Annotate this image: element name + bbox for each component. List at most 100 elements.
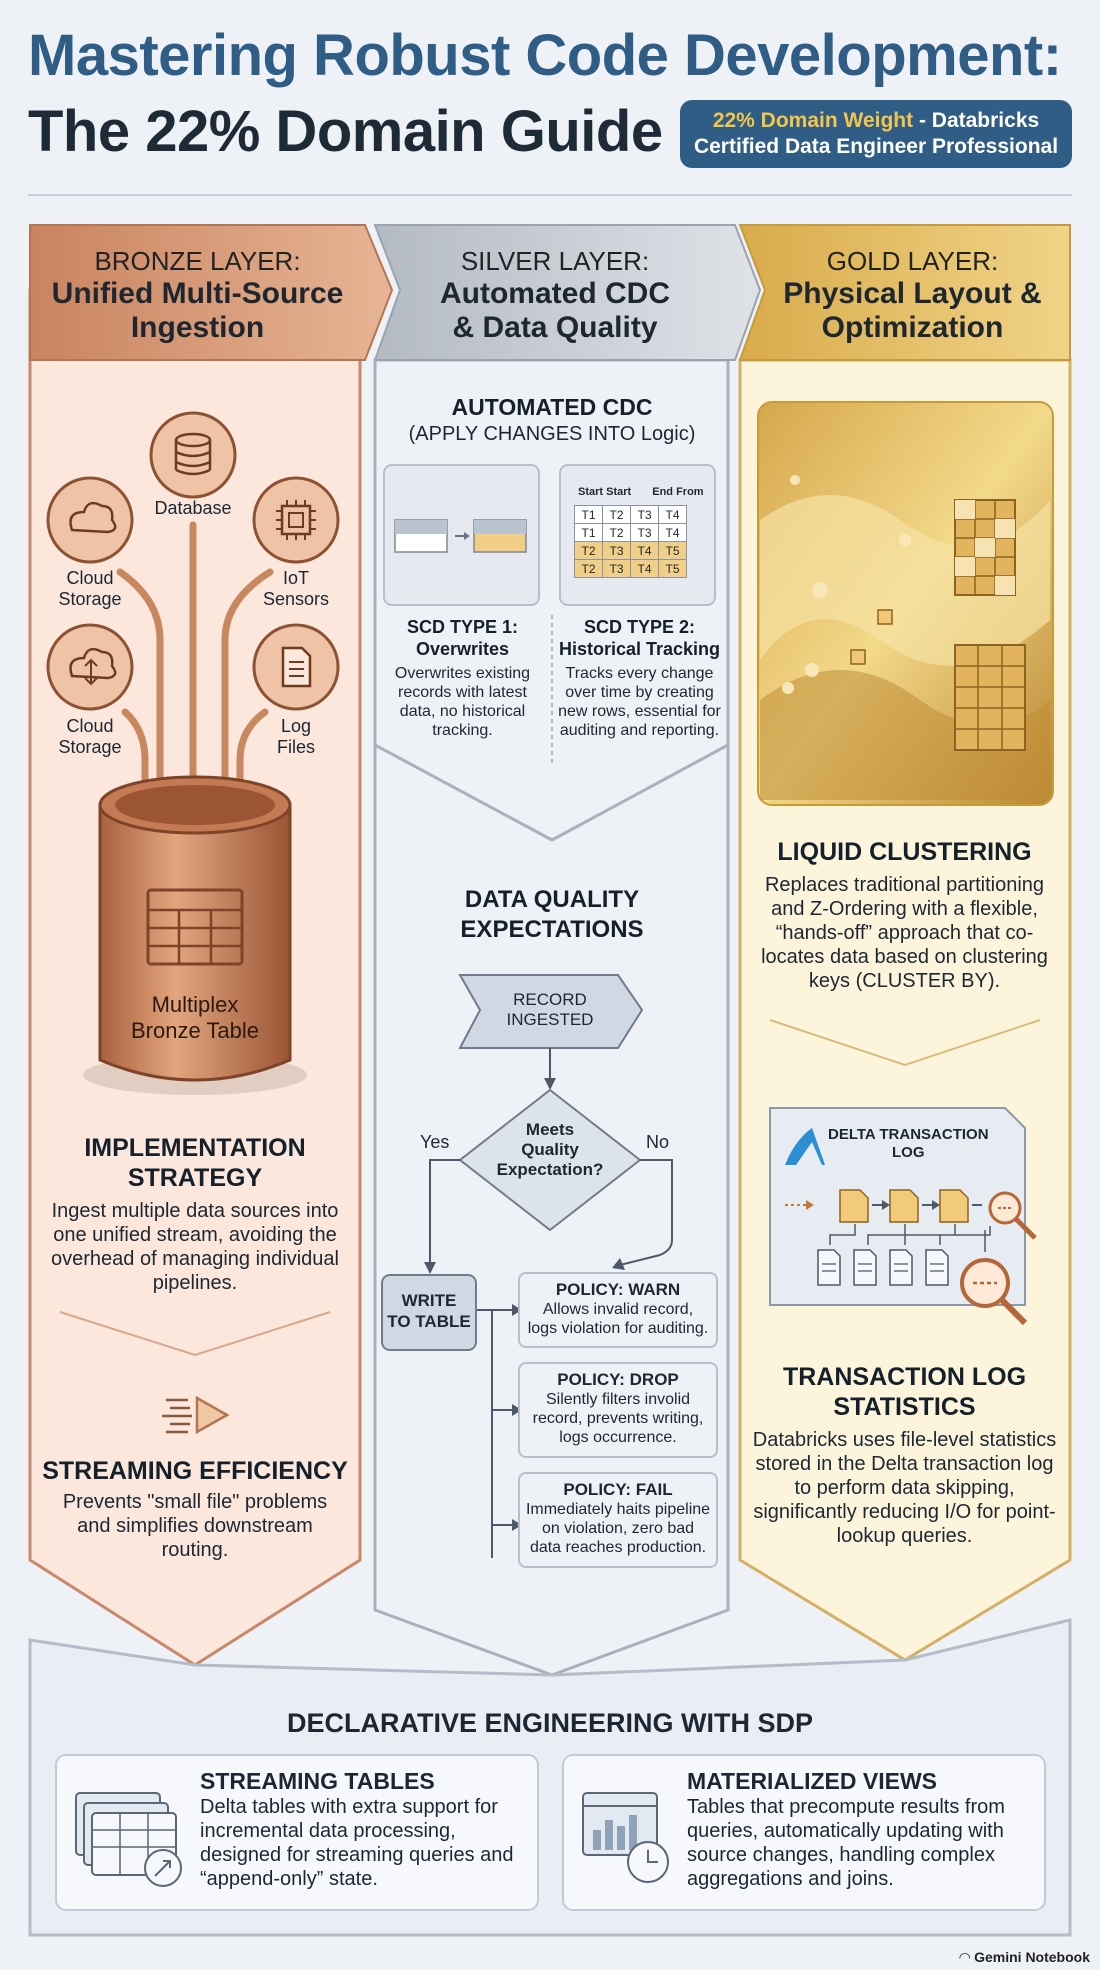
domain-weight-badge: 22% Domain Weight - Databricks Certified… xyxy=(680,100,1072,168)
decision-line1: Meets xyxy=(525,1120,575,1139)
log-files-label-line2: Files xyxy=(276,737,315,757)
page-title-line2: The 22% Domain Guide xyxy=(28,99,663,164)
declarative-engineering-heading: DECLARATIVE ENGINEERING WITH SDP xyxy=(286,1708,814,1738)
decision-line3: Expectation? xyxy=(496,1160,604,1179)
iot-sensors-label-line1: IoT xyxy=(282,568,309,588)
streaming-icon xyxy=(162,1395,230,1435)
scd1-text: Overwrites existing records with latest … xyxy=(394,665,531,739)
policy-drop-heading: POLICY: DROP xyxy=(557,1370,679,1389)
implementation-text: Ingest multiple data sources into one un… xyxy=(51,1200,339,1294)
materialized-views-card xyxy=(562,1754,1046,1911)
liquid-clustering-heading: LIQUID CLUSTERING xyxy=(777,838,1032,866)
materialized-views-text: Tables that precompute results from quer… xyxy=(687,1796,1005,1890)
gold-header-band xyxy=(738,224,1071,361)
materialized-view-icon xyxy=(582,1792,669,1883)
implementation-heading-2: STRATEGY xyxy=(127,1164,263,1192)
transaction-log-stats-heading-2: STATISTICS xyxy=(833,1393,976,1421)
flow-branches xyxy=(429,1159,673,1558)
scd2-table-cell: T4 xyxy=(658,505,687,524)
cloud-storage-label-1: Cloud Storage xyxy=(40,568,140,610)
database-label: Database xyxy=(154,498,232,518)
cloud-storage-label-1-line1: Cloud xyxy=(66,568,114,588)
cloud-storage-label-1-line2: Storage xyxy=(58,589,122,609)
delta-log-title: DELTA TRANSACTION LOG xyxy=(828,1126,989,1162)
write-to-table-line2: TO TABLE xyxy=(387,1312,471,1331)
gold-layer-title-1: Physical Layout & xyxy=(783,277,1042,310)
page-title-line1: Mastering Robust Code Development: xyxy=(28,23,1062,88)
gold-layer-label: GOLD LAYER: xyxy=(826,246,999,276)
scd2-table-cell: T5 xyxy=(658,541,687,560)
badge-highlight: 22% Domain Weight xyxy=(712,109,914,132)
bronze-table-label-line2: Bronze Table xyxy=(130,1018,259,1043)
policy-fail-box: POLICY: FAIL Immediately haits pipeline … xyxy=(518,1472,718,1568)
scd2-table-cell: T4 xyxy=(630,541,659,560)
decision-line2: Quality xyxy=(521,1140,579,1159)
scd2-heading-1: SCD TYPE 2: xyxy=(583,617,696,637)
policy-drop-text-1: Silently filters involid xyxy=(545,1391,691,1408)
policy-drop-text-2: record, prevents writing, xyxy=(532,1410,704,1427)
data-quality-heading-1: DATA QUALITY xyxy=(464,886,640,913)
cloud-storage-label-2: Cloud Storage xyxy=(40,716,140,758)
iot-chip-icon xyxy=(252,476,340,564)
bronze-layer-title-2: Ingestion xyxy=(130,311,265,344)
record-ingested-label: RECORD INGESTED xyxy=(470,990,630,1030)
scd2-table-cell: T2 xyxy=(574,559,603,578)
gold-divider xyxy=(769,1019,1041,1067)
footer-credit: ◠ Gemini Notebook xyxy=(959,1949,1090,1966)
silver-layer-title-2: & Data Quality xyxy=(452,311,658,344)
iot-sensors-label: IoT Sensors xyxy=(246,568,346,610)
badge-line2: Certified Data Engineer Professional xyxy=(693,135,1059,158)
scd2-table-cell: T3 xyxy=(630,505,659,524)
log-files-label-line1: Log xyxy=(280,716,312,736)
automated-cdc-subheading: (APPLY CHANGES INTO Logic) xyxy=(408,423,696,445)
no-label: No xyxy=(646,1132,670,1152)
transaction-log-stats-text: Databricks uses file-level statistics st… xyxy=(752,1429,1057,1547)
streaming-efficiency-heading: STREAMING EFFICIENCY xyxy=(42,1457,348,1485)
policy-warn-box: POLICY: WARN Allows invalid record, logs… xyxy=(518,1272,718,1348)
write-to-table-label: WRITE TO TABLE xyxy=(382,1290,476,1332)
policy-warn-text-1: Allows invalid record, xyxy=(542,1301,694,1318)
log-files-label: Log Files xyxy=(246,716,346,758)
decision-label: Meets Quality Expectation? xyxy=(480,1120,620,1180)
streaming-efficiency-text: Prevents "small file" problems and simpl… xyxy=(62,1491,328,1561)
ingest-arrows xyxy=(116,521,274,794)
transaction-log-stats-heading-1: TRANSACTION LOG xyxy=(782,1363,1027,1391)
header-divider xyxy=(28,194,1072,196)
bronze-table-label: Multiplex Bronze Table xyxy=(100,992,290,1044)
record-ingested-line1: RECORD xyxy=(513,990,587,1009)
liquid-gold-image xyxy=(757,401,1054,806)
scd2-table-cell: T2 xyxy=(602,523,631,542)
scd2-table-cell: T3 xyxy=(602,559,631,578)
scd2-text: Tracks every change over time by creatin… xyxy=(558,665,721,739)
notebook-icon: ◠ xyxy=(959,1949,971,1965)
scd2-table-cell: T3 xyxy=(602,541,631,560)
silver-header-band xyxy=(373,224,762,361)
record-ingested-shape xyxy=(458,974,644,1049)
implementation-heading-1: IMPLEMENTATION xyxy=(84,1134,306,1162)
write-to-table-box xyxy=(381,1274,477,1351)
bronze-table-barrel-icon xyxy=(83,775,307,1095)
log-file-icon xyxy=(252,623,340,711)
bronze-layer-title-1: Unified Multi-Source xyxy=(51,277,344,310)
bronze-divider xyxy=(59,1311,331,1357)
silver-divider xyxy=(374,743,729,842)
cloud-storage-label-2-line1: Cloud xyxy=(66,716,114,736)
flow-arrowheads xyxy=(424,1258,625,1531)
scd2-table-cell: T4 xyxy=(658,523,687,542)
write-to-table-line1: WRITE xyxy=(401,1291,457,1310)
scd2-table-header: Start Start End From xyxy=(578,486,704,498)
gold-layer-title-2: Optimization xyxy=(821,311,1004,344)
scd2-heading-2: Historical Tracking xyxy=(558,639,721,659)
bronze-header-band xyxy=(29,224,394,361)
automated-cdc-heading: AUTOMATED CDC xyxy=(451,394,653,420)
streaming-tables-heading: STREAMING TABLES xyxy=(200,1768,435,1794)
streaming-tables-text: Delta tables with extra support for incr… xyxy=(200,1796,514,1890)
policy-fail-text-2: on violation, zero bad xyxy=(541,1520,695,1537)
cloud-upload-icon xyxy=(46,623,134,711)
policy-drop-text-3: logs occurrence. xyxy=(559,1429,677,1446)
policy-warn-heading: POLICY: WARN xyxy=(555,1280,681,1299)
bronze-layer-label: BRONZE LAYER: xyxy=(94,246,301,276)
